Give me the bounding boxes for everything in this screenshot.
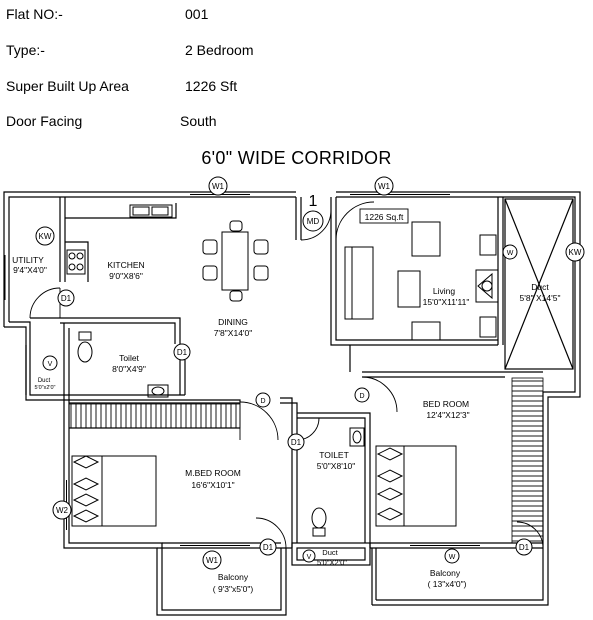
utility-name: UTILITY	[12, 255, 44, 265]
tag-d-master: D	[260, 398, 265, 405]
utility-dim: 9'4"X4'0"	[13, 265, 47, 275]
toilet2-dim: 5'0"X8'10"	[317, 461, 356, 471]
tag-d1-balcony-right: D1	[519, 543, 530, 552]
tag-md: MD	[307, 217, 320, 226]
area-badge: 1226 Sq.ft	[365, 212, 404, 222]
master-bedroom-dim: 16'6"X10'1"	[191, 480, 234, 490]
kitchen-dim: 9'0"X8'6"	[109, 271, 143, 281]
tag-d1-utility: D1	[61, 294, 72, 303]
duct-mid-dim: 5'0"X2'0"	[317, 558, 347, 567]
tag-kw-utility: KW	[39, 232, 52, 241]
duct-mid-name: Duct	[322, 548, 338, 557]
living-furniture	[344, 221, 499, 341]
type-label: Type:-	[6, 42, 45, 58]
tag-kw-duct: KW	[569, 248, 582, 257]
master-bedroom-name: M.BED ROOM	[185, 468, 241, 478]
facing-value: South	[180, 113, 217, 129]
dining-name: DINING	[218, 317, 248, 327]
balcony-right-name: Balcony	[430, 568, 461, 578]
wardrobe-hatch-bedroom	[511, 377, 544, 544]
toilet1-name: Toilet	[119, 353, 139, 363]
tags	[35, 176, 585, 570]
toilet-fixtures	[77, 331, 365, 537]
balcony-right-dim: ( 13"x4'0")	[428, 579, 467, 589]
toilet1-dim: 8'0"X4'9"	[112, 364, 146, 374]
tag-d-bedroom: D	[359, 393, 364, 400]
type-value: 2 Bedroom	[185, 42, 254, 58]
dining-dim: 7'8"X14'0"	[214, 328, 253, 338]
living-dim: 15'0"X11'11"	[423, 297, 470, 307]
duct-right-name: Duct	[531, 282, 549, 292]
tag-d1-toilet2: D1	[291, 438, 302, 447]
toilet2-name: TOILET	[319, 450, 349, 460]
unit-number: 1	[309, 193, 318, 210]
tag-d1-balcony-left: D1	[263, 543, 274, 552]
area-value: 1226 Sft	[185, 78, 238, 94]
tag-w-duct: W	[507, 250, 514, 257]
balcony-left-name: Balcony	[218, 572, 249, 582]
doors	[29, 201, 544, 549]
kitchen-fixtures	[66, 204, 173, 275]
balcony-left-dim: ( 9'3"x5'0")	[213, 584, 254, 594]
tag-w1-top-right: W1	[378, 182, 391, 191]
tag-w2: W2	[56, 506, 69, 515]
walls	[3, 191, 581, 616]
corridor-label: 6'0" WIDE CORRIDOR	[201, 148, 392, 168]
area-label: Super Built Up Area	[6, 78, 129, 94]
tag-w-balcony: W	[449, 554, 456, 561]
duct-small-name: Duct	[38, 378, 51, 384]
duct-right-dim: 5'8" X14'5"	[520, 293, 561, 303]
bedroom-name: BED ROOM	[423, 399, 469, 409]
duct-small-dim: 5'0"x2'0"	[35, 385, 56, 391]
living-name: Living	[433, 286, 455, 296]
second-bed	[375, 445, 457, 527]
tag-w1-top-left: W1	[212, 182, 225, 191]
bedroom-dim: 12'4"X12'3"	[426, 410, 469, 420]
dining-set	[202, 220, 269, 302]
tag-d1-toilet: D1	[177, 348, 188, 357]
wardrobe-hatch-master	[68, 403, 241, 429]
master-bed	[71, 455, 157, 527]
area-badge-box	[359, 208, 409, 224]
windows	[4, 194, 480, 546]
flat-no-value: 001	[185, 6, 209, 22]
flat-no-label: Flat NO:-	[6, 6, 63, 22]
kitchen-name: KITCHEN	[107, 260, 144, 270]
tag-v-duct: V	[307, 554, 312, 561]
facing-label: Door Facing	[6, 113, 83, 129]
tag-w1-balcony: W1	[206, 556, 219, 565]
tag-v-left: V	[48, 361, 53, 368]
